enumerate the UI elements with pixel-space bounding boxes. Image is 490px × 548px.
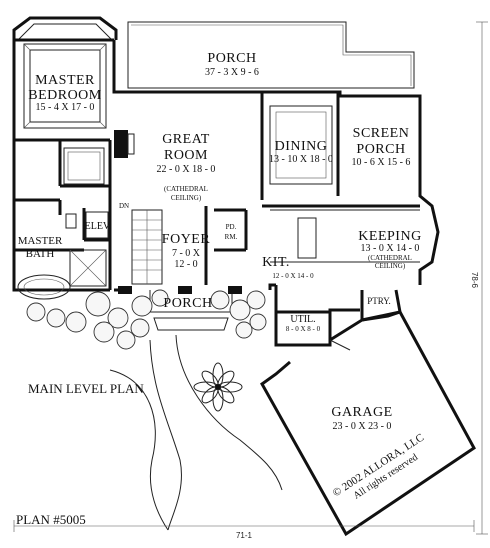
powder-room-label-2: RM. [225,233,238,241]
plan-title: MAIN LEVEL PLAN [28,381,144,396]
rear-porch-outline [127,21,415,89]
great-room-note-2: CEILING) [171,194,202,202]
foyer-size-2: 12 - 0 [174,259,197,270]
keeping-note-1: (CATHEDRAL [368,254,412,262]
master-bedroom-bay [12,16,118,40]
elevator-shaft [85,211,109,239]
stair-down-label: DN [119,202,129,210]
great-room-size: 22 - 0 X 18 - 0 [157,164,216,175]
front-porch-label: PORCH [163,296,212,311]
utility-size: 8 - 0 X 8 - 0 [286,325,321,333]
porch-label: PORCH [207,51,256,66]
keeping-size: 13 - 0 X 14 - 0 [361,243,420,254]
keeping-note-2: CEILING) [375,262,406,270]
stair [131,209,163,285]
dining-label: DINING [275,139,328,154]
walkway [149,339,182,531]
landscaping [26,289,267,350]
garage-walls [260,310,476,537]
garage-size: 23 - 0 X 23 - 0 [333,421,392,432]
porch-size: 37 - 3 X 9 - 6 [205,67,259,78]
bath-tub [17,274,71,300]
width-dimension: 71-1 [236,531,253,540]
powder-room-label-1: PD. [226,223,237,231]
master-bath-label-2: BATH [26,248,55,260]
utility-walls [274,285,360,347]
dining-ceiling-detail [269,105,333,185]
garden-rosette [193,362,243,412]
screen-porch-label-1: SCREEN [353,126,410,141]
great-room-label-2: ROOM [164,148,208,163]
utility-label: UTIL. [290,314,315,325]
dimension-lines [13,21,488,535]
bath-shower [69,249,107,287]
dining-size: 13 - 10 X 18 - 0 [269,154,333,165]
exterior-walls [12,38,440,292]
kitchen-size: 12 - 0 X 14 - 0 [272,272,314,280]
great-room-note-1: (CATHEDRAL [164,185,208,193]
master-bedroom-size: 15 - 4 X 17 - 0 [36,102,95,113]
great-room-label-1: GREAT [162,132,210,147]
screen-porch-label-2: PORCH [356,142,405,157]
kitchen-label: KIT. [262,255,290,270]
depth-dimension: 78-6 [470,272,479,289]
copyright-block: © 2002 ALLORA, LLC All rights reserved [331,432,427,502]
master-bedroom-label-2: BEDROOM [28,88,102,103]
fireplace [114,130,128,158]
pantry-label: PTRY. [367,296,391,306]
elevator-label: ELEV. [85,221,112,232]
plan-number: PLAN #5005 [16,512,86,527]
foyer-label: FOYER [162,232,211,247]
screen-porch-size: 10 - 6 X 15 - 6 [352,157,411,168]
master-bath-label-1: MASTER [18,235,63,247]
interior-walls-left [14,138,112,290]
interior-walls-center [204,92,420,285]
garage-label: GARAGE [331,405,392,420]
foyer-size-1: 7 - 0 X [172,248,201,259]
keeping-label: KEEPING [358,229,421,244]
master-bedroom-label-1: MASTER [35,73,95,88]
kitchen-island [297,217,317,259]
bath-toilet [65,213,77,229]
closet-rect [63,147,105,185]
